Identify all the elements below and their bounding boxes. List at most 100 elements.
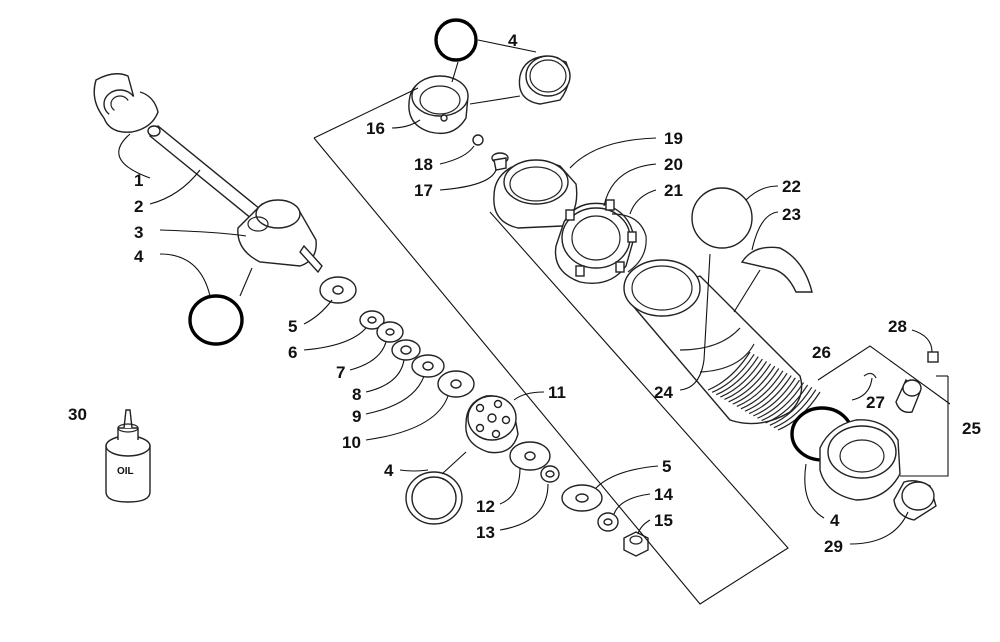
o-ring-18 xyxy=(472,134,484,146)
spring-coil-line xyxy=(773,389,817,429)
bracket-line xyxy=(313,87,419,139)
washer-14 xyxy=(597,512,619,532)
leader-1 xyxy=(118,133,151,179)
leader-23 xyxy=(751,211,779,251)
shim-7 xyxy=(376,321,404,343)
leader-5a xyxy=(303,299,333,325)
callout-4a: 4 xyxy=(134,247,144,266)
leader-23b xyxy=(733,269,761,313)
leader-27 xyxy=(851,377,873,401)
callout-2: 2 xyxy=(134,197,143,216)
leader-7 xyxy=(349,341,387,371)
bumper-22 xyxy=(691,187,753,249)
leader-16 xyxy=(391,119,421,129)
callout-24: 24 xyxy=(654,383,673,402)
callout-22: 22 xyxy=(782,177,801,196)
spring-coils xyxy=(707,351,821,431)
leader-11 xyxy=(513,391,545,401)
leader-5b xyxy=(595,465,659,489)
callout-10: 10 xyxy=(342,433,361,452)
spring-coil-line xyxy=(744,372,788,412)
leader-2 xyxy=(149,169,201,205)
callout-21: 21 xyxy=(664,181,683,200)
callout-30: 30 xyxy=(68,405,87,424)
callout-29: 29 xyxy=(824,537,843,556)
callout-7: 7 xyxy=(336,363,345,382)
leader-15 xyxy=(637,519,651,535)
callout-28: 28 xyxy=(888,317,907,336)
leader-13 xyxy=(499,483,549,531)
cover-23 xyxy=(740,246,813,293)
callout-12: 12 xyxy=(476,497,495,516)
shim-10 xyxy=(437,370,475,398)
callout-5b: 5 xyxy=(662,457,671,476)
body-end-25 xyxy=(819,419,901,501)
callout-6: 6 xyxy=(288,343,297,362)
washer-5b xyxy=(561,484,603,512)
leader-4b xyxy=(399,469,429,472)
spring-coil-line xyxy=(765,384,809,424)
leader-22 xyxy=(745,185,779,201)
callout-14: 14 xyxy=(654,485,673,504)
shim-6 xyxy=(359,310,385,330)
valve-27 xyxy=(895,378,922,413)
sleeve-19 xyxy=(493,159,578,229)
leader-4c xyxy=(477,39,537,53)
callout-1: 1 xyxy=(134,171,143,190)
bracket-line xyxy=(313,137,789,605)
callout-17: 17 xyxy=(414,181,433,200)
callout-19: 19 xyxy=(664,129,683,148)
callout-23: 23 xyxy=(782,205,801,224)
nut-15 xyxy=(623,531,649,557)
leader-9 xyxy=(365,375,425,415)
callout-8: 8 xyxy=(352,385,361,404)
spring-coil-line xyxy=(711,354,755,393)
leader-8 xyxy=(365,359,405,393)
callout-26: 26 xyxy=(812,343,831,362)
spring-coil-line xyxy=(716,356,759,396)
adjuster-nut-20 xyxy=(554,199,637,284)
leader-24 xyxy=(679,253,711,391)
callout-18: 18 xyxy=(414,155,433,174)
leader-4b2 xyxy=(441,451,467,475)
shim-8 xyxy=(391,339,421,361)
rod-seal-head xyxy=(237,199,323,274)
spring-coil-line xyxy=(707,351,751,391)
spring-coil-line xyxy=(748,375,792,415)
bracket-line xyxy=(900,376,949,477)
washer-5a xyxy=(319,276,357,304)
callout-5a: 5 xyxy=(288,317,297,336)
leader-18 xyxy=(439,145,475,165)
callout-25: 25 xyxy=(962,419,981,438)
washer-13 xyxy=(540,465,560,483)
spring-coil-line xyxy=(732,365,776,405)
callout-4b: 4 xyxy=(384,461,394,480)
spring-coil-line xyxy=(720,358,763,398)
end-cap-16 xyxy=(408,75,469,135)
rod-end-eyelet xyxy=(93,73,159,133)
bracket-line xyxy=(817,345,951,405)
leader-12 xyxy=(499,467,521,505)
leader-17 xyxy=(439,169,497,191)
valve-17 xyxy=(491,152,509,171)
callout-9: 9 xyxy=(352,407,361,426)
spring-coil-line xyxy=(728,363,772,403)
o-ring-top xyxy=(434,18,478,62)
callout-11: 11 xyxy=(548,383,566,402)
spring-coil-line xyxy=(761,382,805,422)
callout-13: 13 xyxy=(476,523,495,542)
oil-label: OIL xyxy=(117,466,134,477)
screw-28 xyxy=(927,351,939,363)
spring-clip-21 xyxy=(611,213,647,273)
spring-coil-line xyxy=(757,379,800,419)
piston-ring-4b xyxy=(405,471,463,525)
spring-coil-line xyxy=(724,361,767,400)
piston-11 xyxy=(465,395,519,454)
leader-4a xyxy=(159,253,211,297)
leader-21 xyxy=(629,189,657,215)
seal-ring-4c xyxy=(518,55,571,105)
spring-coil-line xyxy=(753,377,796,417)
callout-15: 15 xyxy=(654,511,673,530)
